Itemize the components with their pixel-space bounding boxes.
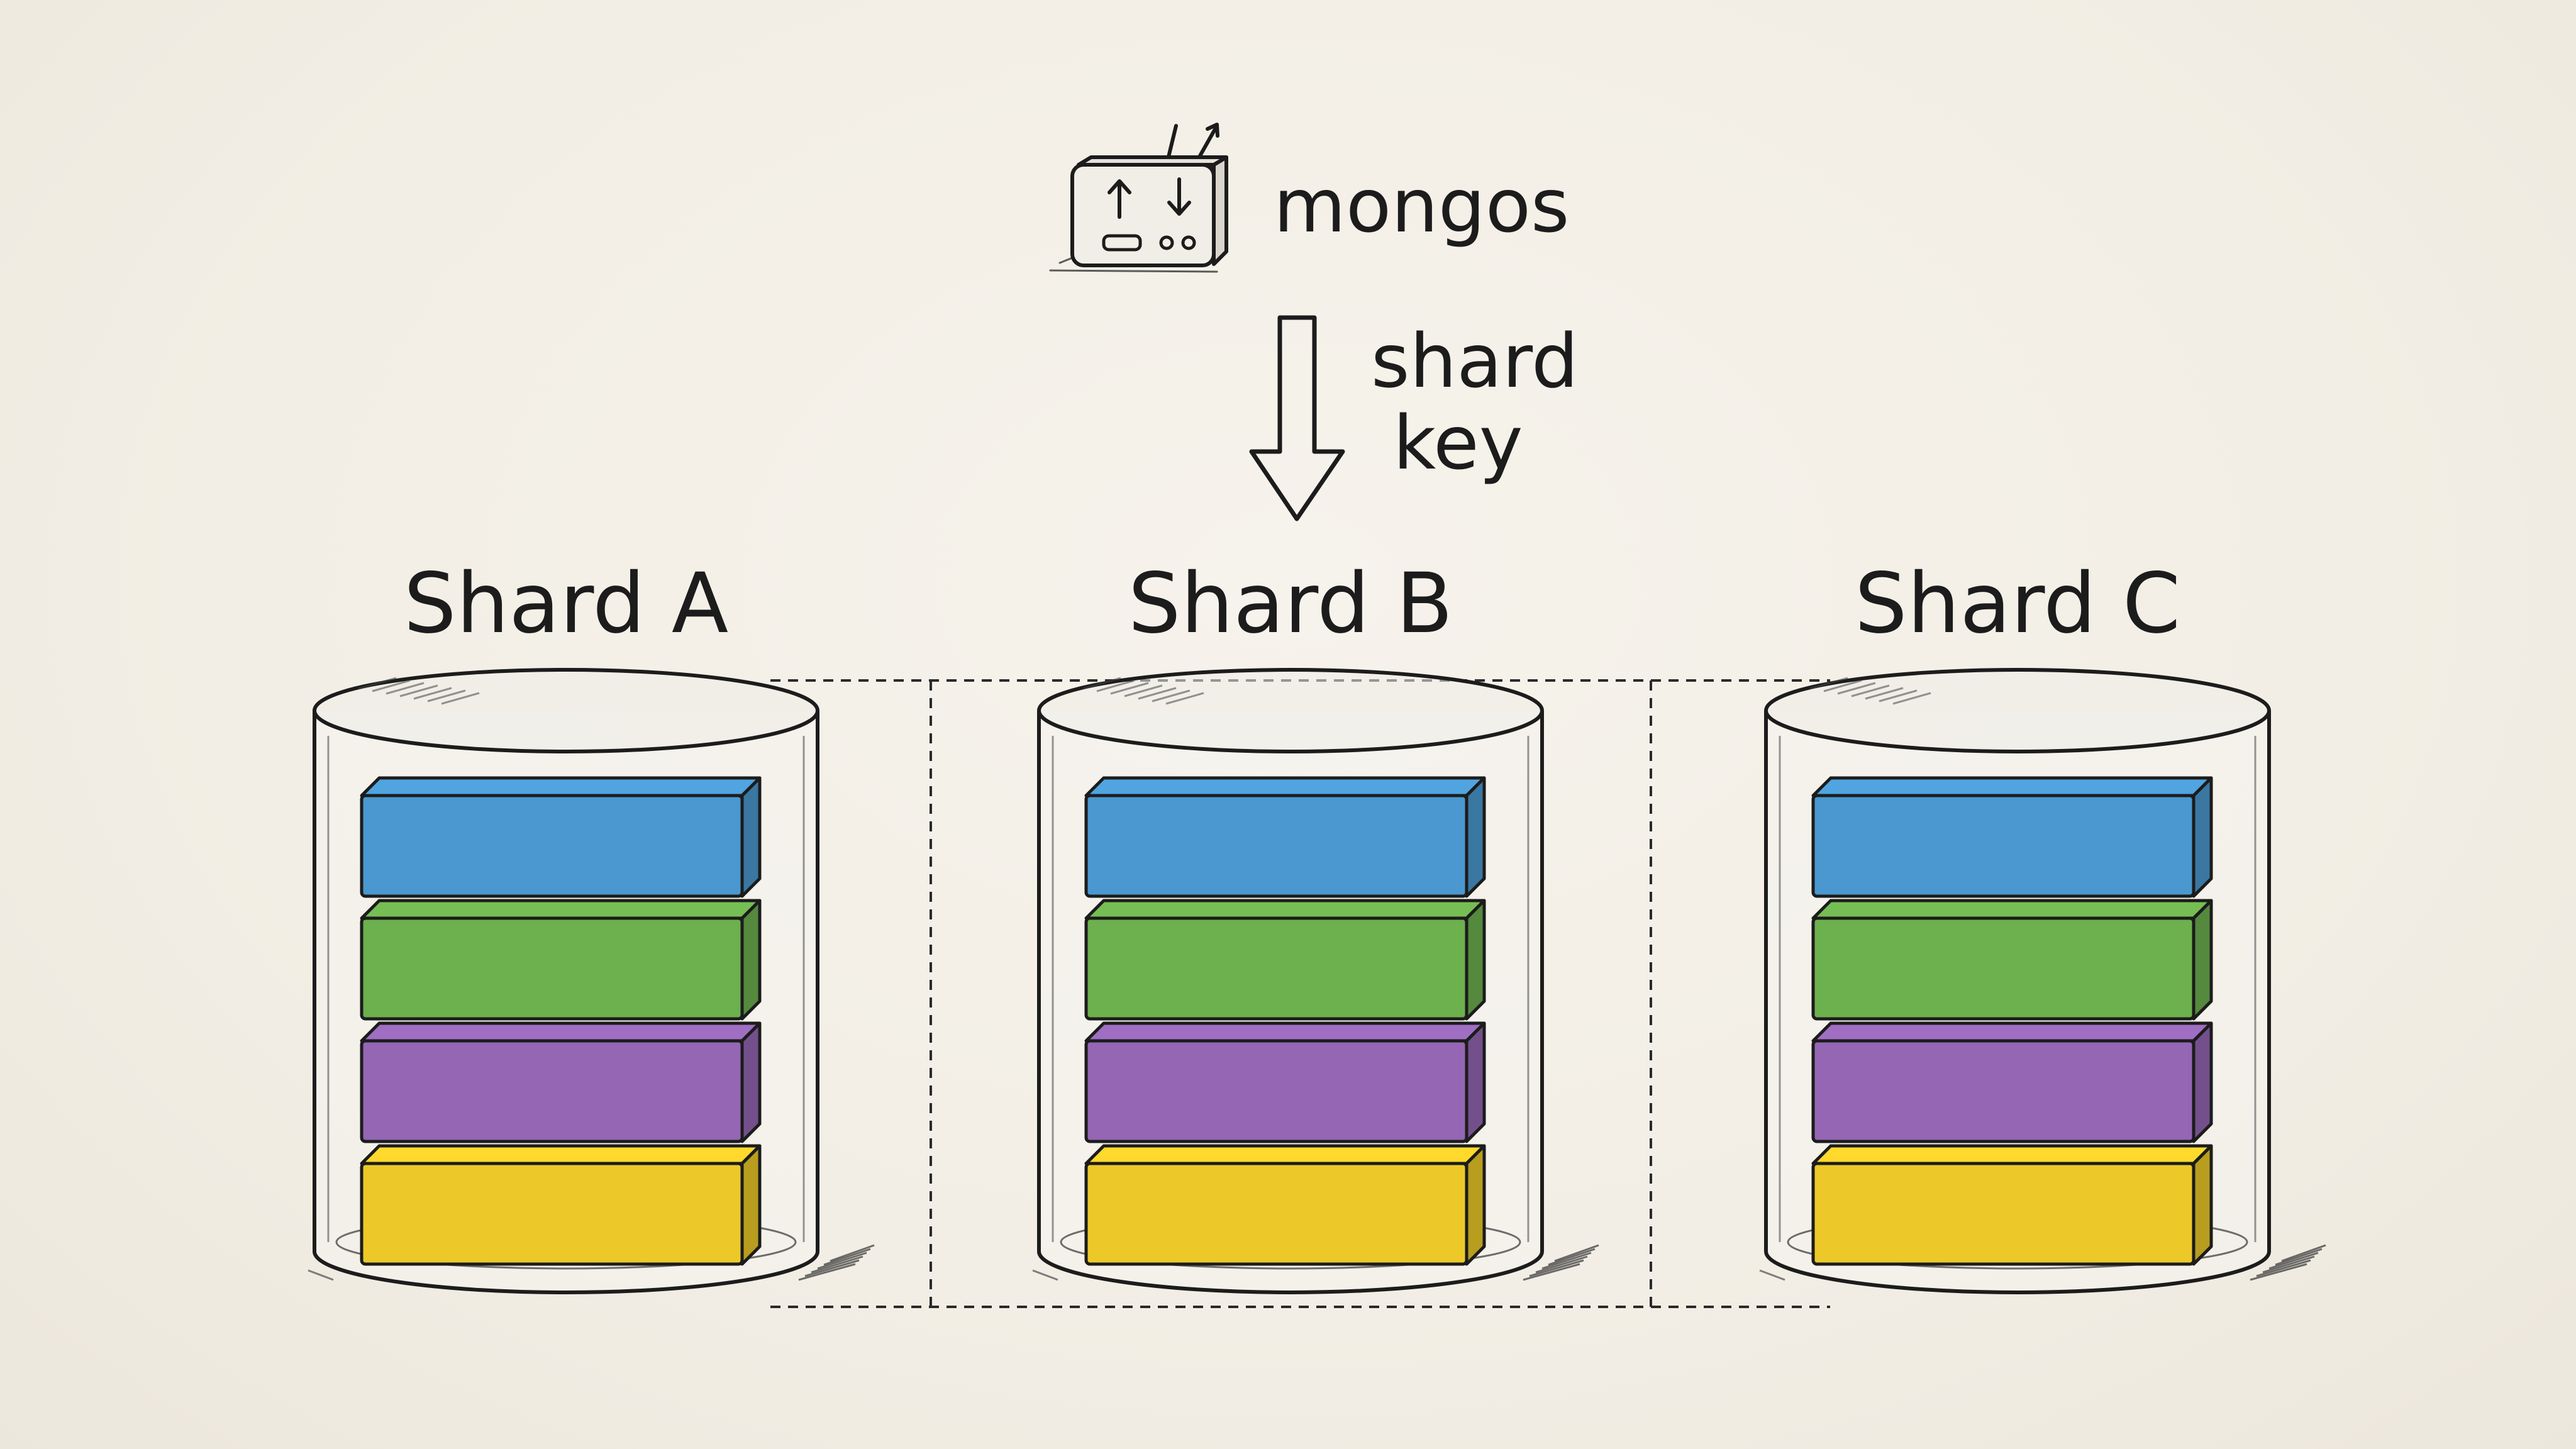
shard-a-cylinder [308,670,874,1292]
chunk-block [1086,1023,1484,1141]
shard-key-label-line1: shard [1371,318,1579,404]
router-icon [1050,125,1226,272]
chunk-block [1086,1146,1484,1264]
chunk-block [1086,778,1484,896]
shard-c-label: Shard C [1855,555,2180,652]
shard-key-label-line2: key [1393,399,1523,486]
chunk-block [362,901,760,1019]
shard-c-cylinder [1760,670,2326,1292]
chunk-block [1813,1146,2211,1264]
chunk-block [362,1023,760,1141]
shard-cylinders [308,670,2326,1292]
shard-b-cylinder [1033,670,1599,1292]
chunk-block [1813,901,2211,1019]
chunk-block [362,1146,760,1264]
chunk-block [1813,778,2211,896]
chunk-block [1813,1023,2211,1141]
shard-b-label: Shard B [1128,555,1453,652]
chunk-block [362,778,760,896]
chunk-block [1086,901,1484,1019]
down-arrow-icon [1252,318,1343,519]
shard-a-label: Shard A [404,555,728,652]
mongos-label: mongos [1274,162,1570,249]
